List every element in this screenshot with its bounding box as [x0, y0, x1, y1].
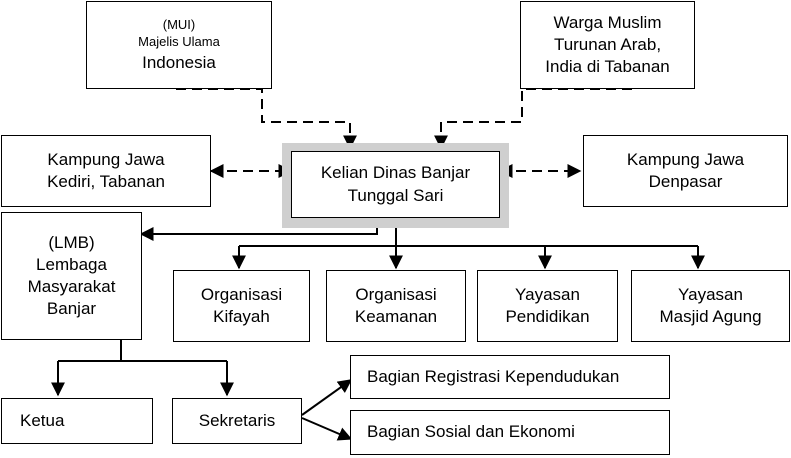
node-ketua-line-1: Ketua — [20, 410, 65, 430]
node-masjid: Yayasan Masjid Agung — [631, 270, 790, 342]
node-sekretaris: Sekretaris — [172, 398, 302, 444]
connector-sekretaris-sosial — [301, 417, 353, 441]
node-kampung-denpasar: Kampung Jawa Denpasar — [583, 135, 788, 207]
node-mui-line-1: (MUI) — [162, 16, 196, 32]
node-keamanan: Organisasi Keamanan — [326, 270, 466, 342]
node-kampung-kediri-line-2: Kediri, Tabanan — [47, 172, 165, 191]
node-kelian: Kelian Dinas Banjar Tunggal Sari — [291, 151, 500, 218]
node-sosial: Bagian Sosial dan Ekonomi — [350, 410, 670, 455]
node-masjid-line-2: Masjid Agung — [659, 307, 762, 326]
connector-warga-kelian — [434, 88, 632, 150]
node-lmb-line-4: Banjar — [46, 299, 97, 319]
node-kifayah-line-2: Kifayah — [213, 307, 270, 326]
node-kelian-line-2: Tunggal Sari — [347, 185, 444, 205]
node-sosial-line-1: Bagian Sosial dan Ekonomi — [367, 422, 575, 442]
node-lmb-line-1: (LMB) — [48, 232, 95, 252]
connector-mui-kelian — [176, 88, 357, 150]
node-registrasi: Bagian Registrasi Kependudukan — [350, 355, 670, 399]
node-ketua: Ketua — [1, 398, 153, 444]
node-masjid-line-1: Yayasan — [678, 284, 743, 304]
node-warga-line-2: Turunan Arab, — [553, 34, 662, 54]
node-mui-line-3: Indonesia — [142, 52, 216, 72]
node-warga-line-1: Warga Muslim — [553, 12, 662, 32]
node-lmb-line-2: Lembaga — [36, 254, 107, 274]
node-keamanan-line-2: Keamanan — [354, 307, 438, 326]
node-mui-line-2: Majelis Ulama — [138, 34, 220, 50]
node-sekretaris-line-1: Sekretaris — [198, 410, 276, 430]
node-mui: (MUI) Majelis Ulama Indonesia — [86, 1, 272, 89]
node-pendidikan: Yayasan Pendidikan — [477, 270, 618, 342]
node-lmb-line-3: Masyarakat — [27, 277, 116, 296]
node-kifayah-line-1: Organisasi — [200, 284, 283, 304]
node-kelian-line-1: Kelian Dinas Banjar — [320, 163, 471, 183]
node-kampung-denpasar-line-2: Denpasar — [648, 172, 723, 191]
node-warga-line-3: India di Tabanan — [545, 57, 670, 77]
node-pendidikan-line-1: Yayasan — [515, 284, 580, 304]
node-registrasi-line-1: Bagian Registrasi Kependudukan — [367, 366, 620, 386]
node-kampung-kediri: Kampung Jawa Kediri, Tabanan — [1, 135, 211, 207]
node-kampung-denpasar-line-1: Kampung Jawa — [626, 149, 745, 169]
node-kampung-kediri-line-1: Kampung Jawa — [47, 149, 165, 169]
node-lmb: (LMB) Lembaga Masyarakat Banjar — [1, 212, 142, 340]
node-keamanan-line-1: Organisasi — [355, 284, 437, 304]
node-warga: Warga Muslim Turunan Arab, India di Taba… — [520, 1, 695, 89]
node-pendidikan-line-2: Pendidikan — [505, 307, 590, 326]
connector-sekretaris-registrasi — [301, 379, 353, 416]
node-kifayah: Organisasi Kifayah — [173, 270, 310, 342]
